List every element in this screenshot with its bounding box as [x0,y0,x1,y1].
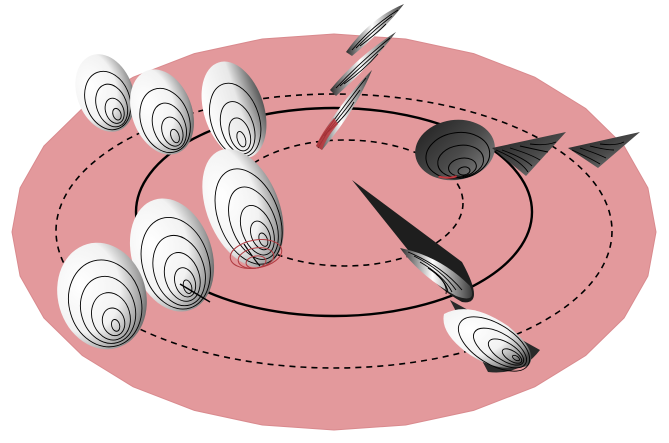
middle-solid-ring [134,106,534,318]
light-marker-m1 [75,54,135,132]
streak-marker-m12 [316,70,372,150]
tail-m5 [179,283,211,303]
streak-marker-m11 [330,32,396,96]
light-marker-m4 [202,148,284,268]
light-marker-m2 [130,69,194,155]
dark-marker-m7 [415,119,495,181]
dark-marker-m8 [492,132,566,176]
streak-marker-m10 [346,4,404,56]
dark-marker-m9 [568,132,640,168]
light-marker-m5 [129,198,215,312]
streak-marker-m13 [352,180,474,303]
red-contours-m4 [229,238,283,270]
light-marker-m6 [57,242,147,350]
streak-marker-m14 [443,300,540,373]
tail-m4 [243,243,261,267]
